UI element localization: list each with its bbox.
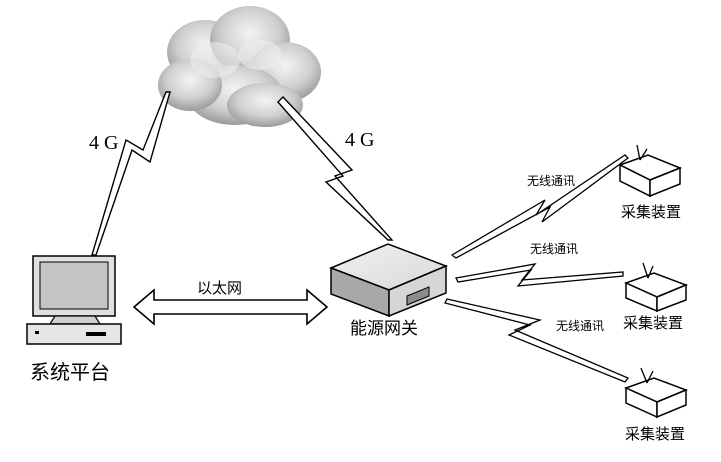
device-icon	[618, 144, 683, 198]
wireless-label-2: 无线通讯	[530, 242, 579, 256]
computer-icon	[26, 255, 122, 345]
cloud-icon	[158, 6, 321, 127]
lightning-bolt-icon	[277, 95, 394, 241]
double-arrow-icon	[132, 288, 329, 326]
device-icon	[623, 262, 689, 313]
link-label-4g-left: 4 G	[89, 132, 119, 154]
lightning-bolt-icon	[455, 263, 624, 287]
device-label-3: 采集装置	[625, 425, 686, 443]
platform-label: 系统平台	[30, 360, 110, 384]
ethernet-label: 以太网	[197, 279, 243, 297]
wireless-label-1: 无线通讯	[527, 174, 576, 188]
device-label-1: 采集装置	[621, 203, 682, 221]
lightning-bolt-icon	[450, 154, 629, 259]
link-label-4g-right: 4 G	[345, 129, 375, 151]
gateway-icon	[328, 243, 449, 318]
lightning-bolt-icon	[91, 91, 171, 256]
device-label-2: 采集装置	[623, 314, 684, 332]
lightning-bolt-icon	[444, 298, 630, 383]
wireless-label-3: 无线通讯	[556, 319, 605, 333]
gateway-label: 能源网关	[350, 319, 418, 339]
device-icon	[623, 367, 689, 419]
